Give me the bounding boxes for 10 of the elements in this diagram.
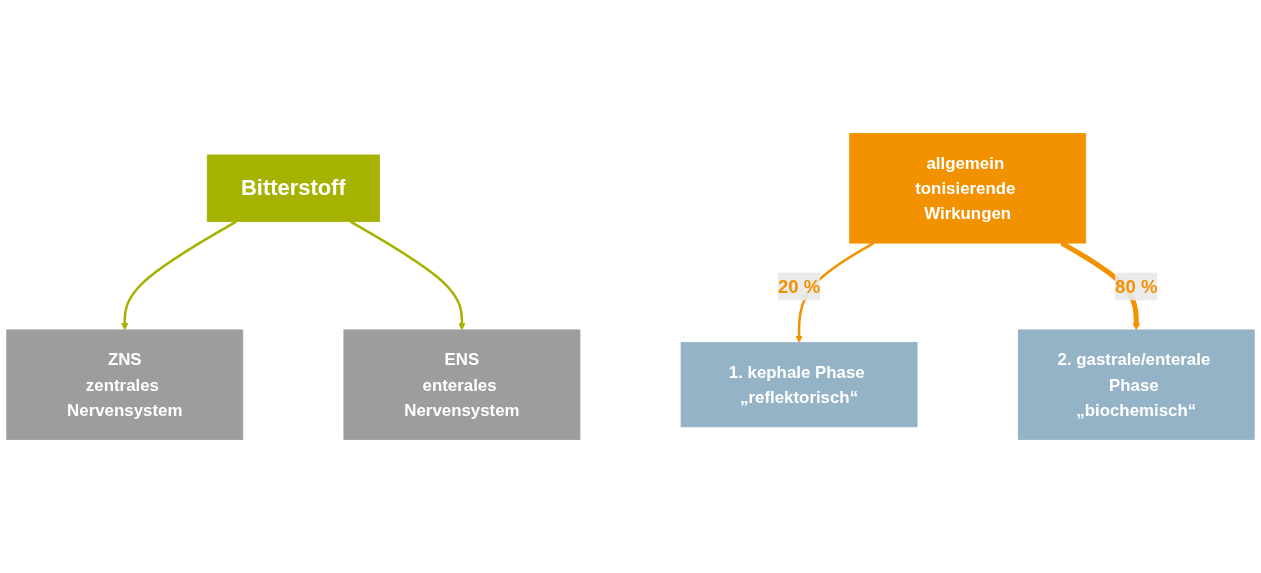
node-box: 2. gastrale/enterale Phase „biochemisch“	[1017, 329, 1255, 440]
node-box: allgemein tonisierende Wirkungen	[849, 133, 1087, 244]
arrow	[121, 220, 237, 331]
node-box: Bitterstoff	[206, 154, 380, 222]
edge-label: 20 %	[777, 275, 821, 298]
arrow	[349, 220, 466, 331]
node-box: 1. kephale Phase „reflektorisch“	[680, 342, 918, 428]
node-box: ENS enterales Nervensystem	[343, 329, 581, 440]
node-box: ZNS zentrales Nervensystem	[6, 329, 244, 440]
edge-label: 80 %	[1115, 275, 1158, 298]
